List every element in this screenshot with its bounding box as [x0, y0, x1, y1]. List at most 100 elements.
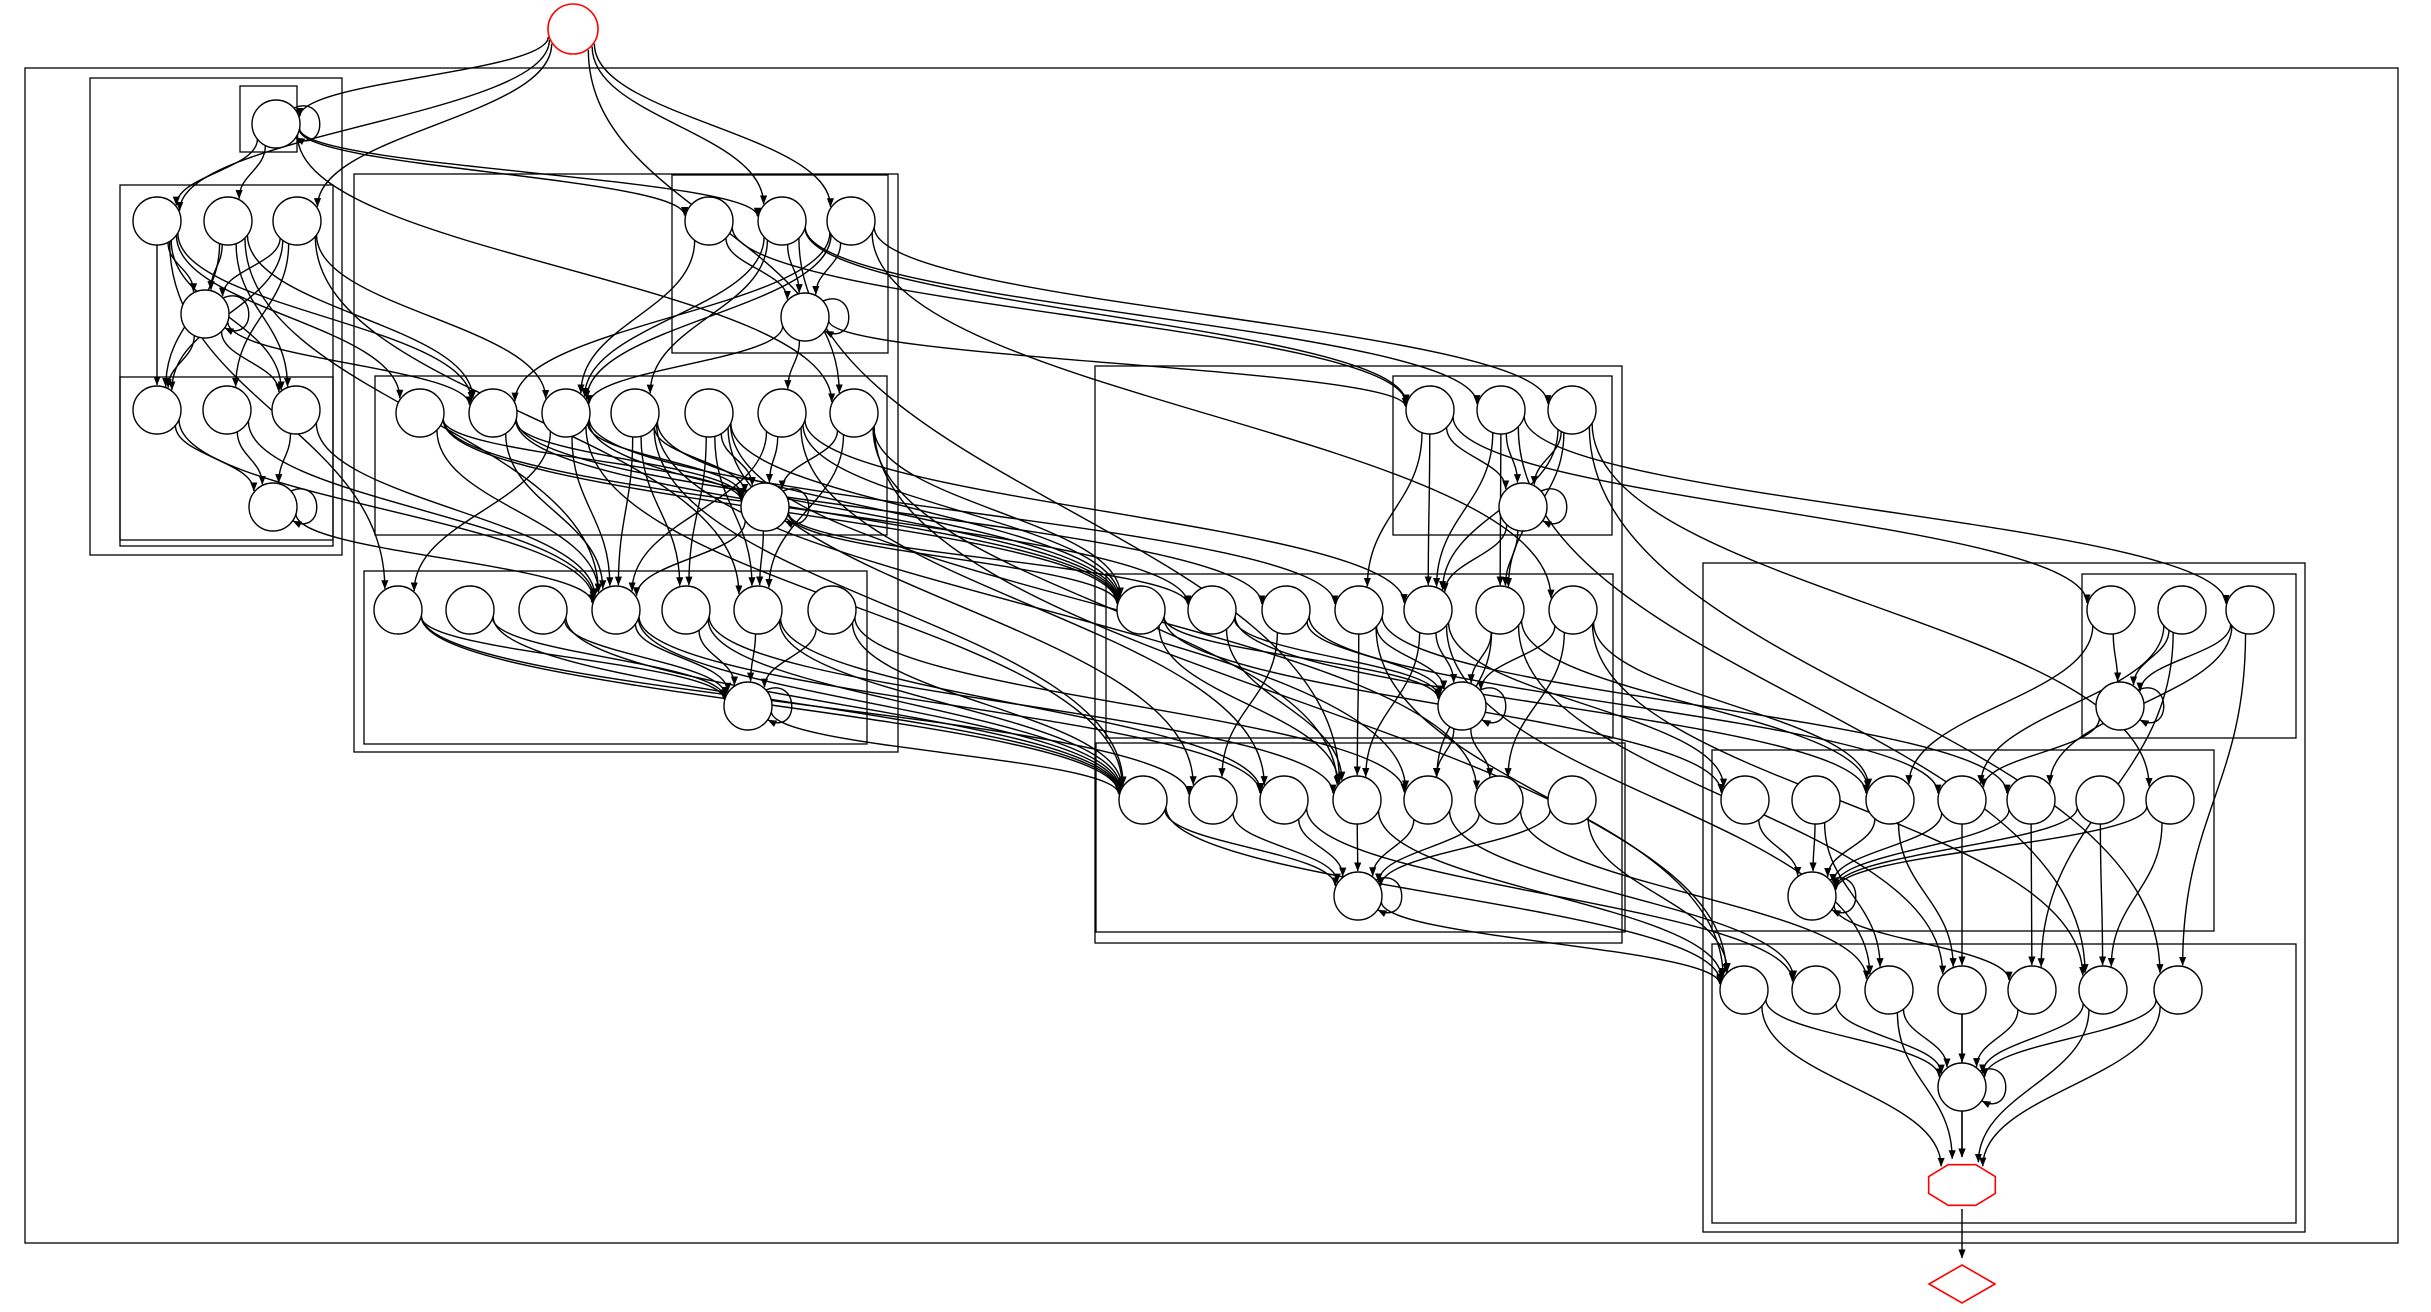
self-loop-arrow: [782, 488, 810, 529]
edge-arrow: [1424, 433, 1432, 586]
edge-arrow: [588, 420, 1121, 603]
edge-arrow: [730, 422, 1122, 601]
edge-arrow: [634, 624, 732, 692]
edge-arrow: [760, 628, 817, 688]
self-loop-arrow: [765, 687, 793, 728]
edge-arrow: [1452, 416, 2091, 604]
edge-arrow: [1831, 809, 2010, 887]
edge-arrow: [628, 431, 768, 592]
edge-arrow: [873, 426, 1124, 597]
edge-arrow: [275, 433, 292, 484]
edge-arrow: [583, 234, 832, 400]
graph-node: [1498, 482, 1548, 532]
graph-node: [132, 385, 182, 435]
graph-node: [829, 388, 879, 438]
edge-arrow: [1369, 819, 1415, 877]
graph-node: [757, 196, 807, 246]
edge-arrow: [410, 431, 552, 592]
edge-arrow: [565, 617, 1123, 793]
edge-arrow: [577, 240, 696, 394]
cluster-box: [1105, 573, 1614, 739]
edge-arrow: [1432, 728, 1455, 777]
graph-node: [684, 388, 734, 438]
graph-node: [661, 585, 711, 635]
edge-arrow: [1377, 810, 1726, 980]
graph-node: [518, 585, 568, 635]
edge-arrow: [873, 227, 1552, 405]
cluster-box: [119, 184, 334, 547]
self-loop-arrow: [222, 295, 250, 336]
edge-arrow: [1979, 1003, 2084, 1074]
graph-node: [591, 585, 641, 635]
edge-arrow: [220, 331, 283, 393]
edge-arrow: [656, 421, 1122, 602]
edge-arrow: [571, 436, 614, 587]
graph-node: [248, 482, 298, 532]
node-layer: [132, 3, 2275, 1304]
edge-arrow: [1470, 728, 1494, 778]
graph-node: [1787, 871, 1837, 921]
edge-arrow: [2028, 823, 2036, 966]
self-loop-arrow: [293, 105, 321, 146]
edge-arrow: [1158, 625, 1342, 784]
graph-node: [251, 99, 301, 149]
graph-node: [723, 681, 773, 731]
edge-arrow: [247, 420, 598, 600]
edge-arrow: [167, 242, 198, 293]
graph-node: [1791, 965, 1841, 1015]
graph-node: [2086, 585, 2136, 635]
edge-arrow: [784, 340, 801, 390]
edge-arrow: [1375, 626, 1448, 690]
edge-arrow: [698, 630, 739, 686]
edge-arrow: [1519, 810, 1871, 980]
edge-arrow: [505, 433, 607, 590]
edge-arrow: [1448, 810, 1798, 980]
cluster-layer: [24, 67, 2399, 1244]
edge-arrow: [1297, 818, 1347, 877]
edge-arrow: [746, 633, 757, 682]
edge-arrow: [585, 325, 784, 405]
cluster-box: [353, 173, 899, 753]
edge-arrow: [1362, 632, 1421, 778]
edge-arrow: [1445, 427, 1510, 490]
graph-node: [1474, 775, 1524, 825]
graph-node: [1259, 775, 1309, 825]
edge-arrow: [1523, 416, 2230, 604]
edge-arrow: [756, 530, 765, 586]
graph-node: [1188, 775, 1238, 825]
edge-arrow: [1363, 432, 1423, 587]
graph-node: [2225, 585, 2275, 635]
edge-arrow: [1974, 1009, 2090, 1163]
edge-arrow: [1832, 806, 2148, 890]
edge-arrow: [779, 618, 1265, 792]
edge-arrow: [1432, 432, 1494, 587]
graph-node: [2157, 585, 2207, 635]
edge-arrow: [637, 618, 1124, 792]
edge-arrow: [1225, 629, 1346, 781]
sink-node: [1927, 1163, 1997, 1207]
edge-arrow: [871, 232, 1555, 599]
graph-node: [807, 585, 857, 635]
graph-node: [271, 385, 321, 435]
graph-node: [1791, 775, 1841, 825]
graph-node: [468, 388, 518, 438]
edge-arrow: [804, 227, 1481, 405]
graph-node: [1437, 681, 1487, 731]
edge-arrow: [1520, 620, 1872, 790]
cluster-box: [1711, 943, 2297, 1224]
edge-arrow: [787, 512, 1192, 605]
edge-arrow: [314, 236, 743, 595]
graph-node: [1476, 385, 1526, 435]
graph-node: [757, 388, 807, 438]
edge-arrow: [1377, 809, 1551, 887]
graph-node: [1405, 385, 1455, 435]
graph-node: [202, 385, 252, 435]
edge-arrow: [172, 139, 259, 206]
graph-node: [373, 585, 423, 635]
edge-arrow: [2107, 822, 2163, 967]
cluster-box: [1711, 749, 2215, 932]
edge-arrow: [176, 39, 551, 211]
edge-arrow: [1504, 632, 1565, 778]
graph-node: [2007, 965, 2057, 1015]
edge-arrow: [2099, 823, 2107, 966]
